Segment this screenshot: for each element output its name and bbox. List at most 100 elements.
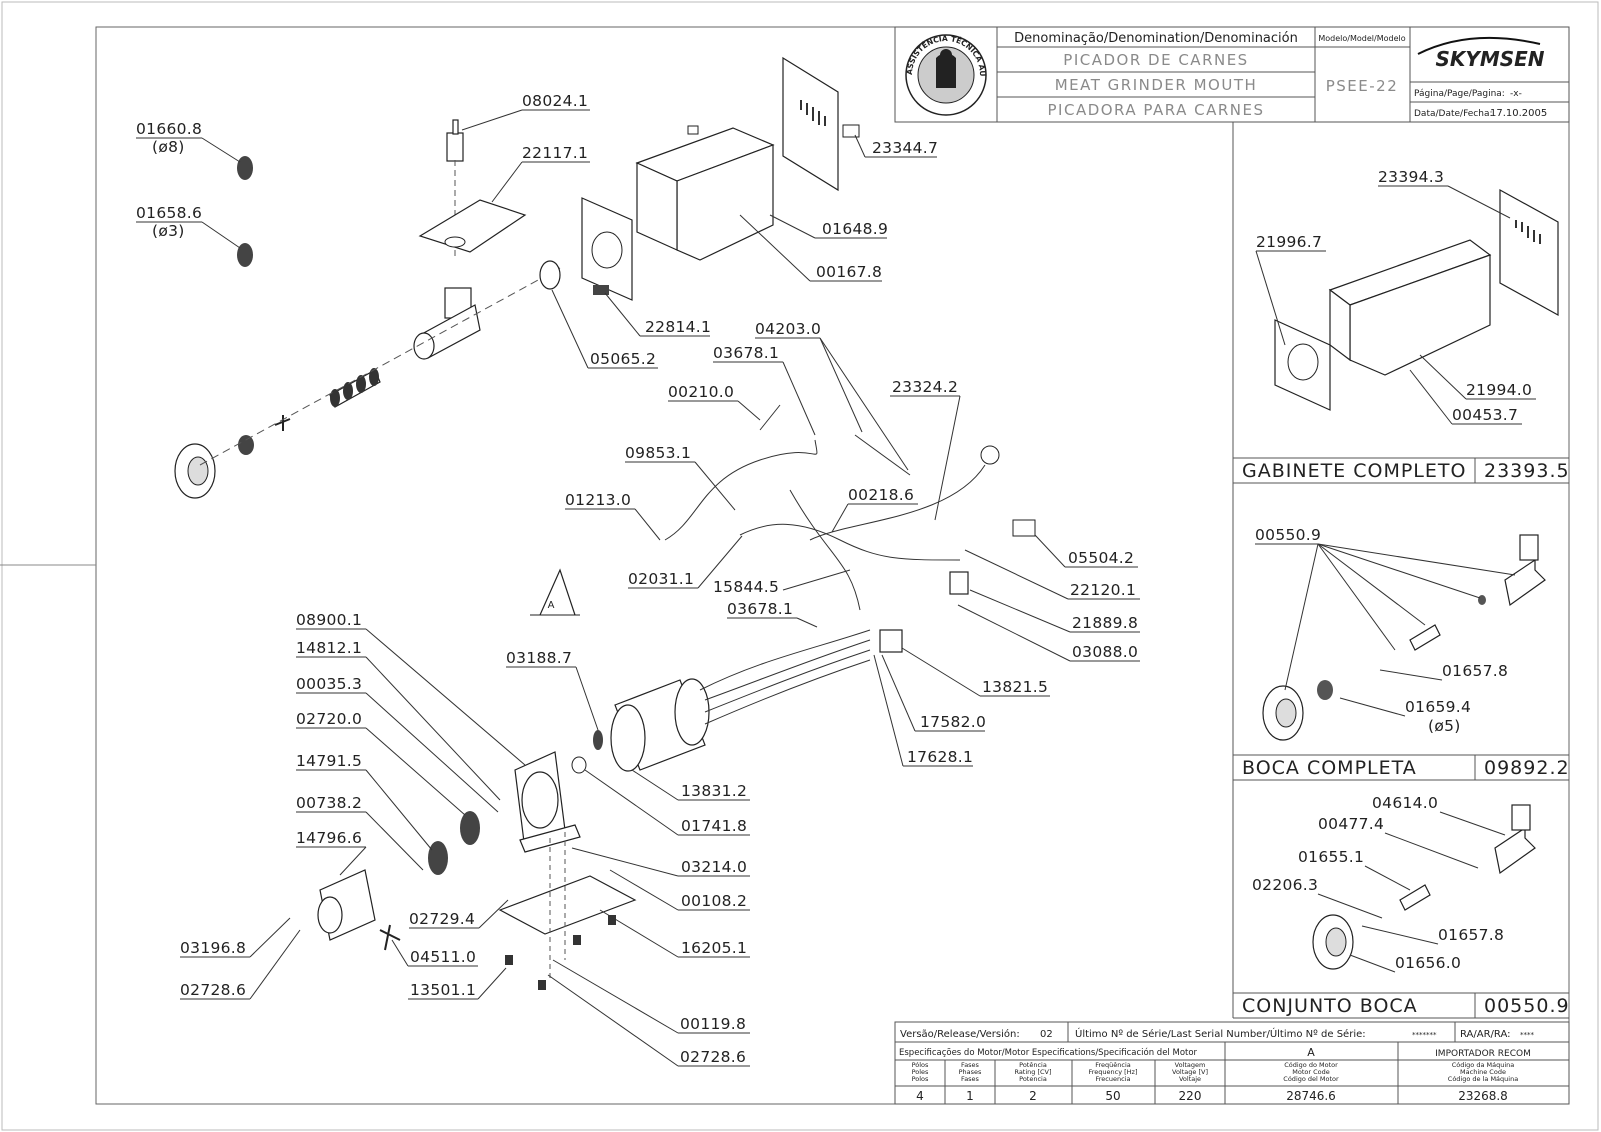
seal-text: ASSISTÊNCIA TÉCNICA AUTORIZADA	[0, 0, 987, 77]
part-23394-3: 23394.3	[1378, 168, 1444, 186]
part-16205-1: 16205.1	[681, 939, 747, 957]
col-motor-h3: Código del Motor	[1283, 1075, 1339, 1083]
serial-label: Último Nº de Série/Last Serial Number/Úl…	[1075, 1027, 1366, 1040]
panel-gabinete-code: 23393.5	[1484, 460, 1570, 482]
col-volt-h3: Voltaje	[1179, 1075, 1201, 1083]
part-14812-1: 14812.1	[296, 639, 362, 657]
col-poles-h3: Polos	[912, 1075, 929, 1083]
part-00210-0: 00210.0	[668, 383, 734, 401]
serial-value: *******	[1412, 1031, 1437, 1039]
part-02728-6-b: 02728.6	[680, 1048, 746, 1066]
col-volt-h2: Voltage [V]	[1172, 1068, 1208, 1076]
part-13831-2: 13831.2	[681, 782, 747, 800]
part-01659-4: 01659.4	[1405, 698, 1471, 716]
date-value: 17.10.2005	[1490, 108, 1547, 119]
seal-icon: ASSISTÊNCIA TÉCNICA AUTORIZADA	[0, 0, 987, 116]
exploded-view: A	[174, 56, 1036, 990]
panel-boca-code: 09892.2	[1484, 757, 1570, 779]
part-21994-0: 21994.0	[1466, 381, 1532, 399]
part-00453-7: 00453.7	[1452, 406, 1518, 424]
ra-label: RA/AR/RA:	[1460, 1029, 1511, 1040]
col-phases-h3: Fases	[961, 1075, 980, 1083]
col-poles-h2: Poles	[912, 1068, 929, 1076]
part-21996-7: 21996.7	[1256, 233, 1322, 251]
part-02728-6-a: 02728.6	[180, 981, 246, 999]
part-22814-1: 22814.1	[645, 318, 711, 336]
panel-conjunto-title: CONJUNTO BOCA	[1242, 995, 1418, 1017]
part-03214-0: 03214.0	[681, 858, 747, 876]
col-machine-h1: Código da Máquina	[1452, 1061, 1515, 1069]
panel-conjunto-code: 00550.9	[1484, 995, 1570, 1017]
part-01656-0: 01656.0	[1395, 954, 1461, 972]
part-13501-1: 13501.1	[410, 981, 476, 999]
col-freq-h3: Frecuencia	[1096, 1075, 1131, 1083]
part-01655-1: 01655.1	[1298, 848, 1364, 866]
col-motor-h1: Código do Motor	[1284, 1061, 1338, 1069]
part-23324-2: 23324.2	[892, 378, 958, 396]
part-04203-0: 04203.0	[755, 320, 821, 338]
motor-marker: A	[548, 600, 555, 611]
part-00035-3: 00035.3	[296, 675, 362, 693]
ra-value: ****	[1520, 1031, 1535, 1039]
part-01658-6-note: (ø3)	[152, 222, 185, 240]
part-00477-4: 00477.4	[1318, 815, 1384, 833]
right-panels: GABINETE COMPLETO 23393.5 BOCA COMPLETA …	[1232, 122, 1570, 1019]
mouth-assembly-drawing	[1312, 804, 1536, 970]
col-freq-h1: Freqüência	[1095, 1061, 1131, 1069]
part-01648-9: 01648.9	[822, 220, 888, 238]
phases-value: 1	[966, 1089, 974, 1103]
name-en: MEAT GRINDER MOUTH	[1055, 76, 1258, 94]
part-02031-1: 02031.1	[628, 570, 694, 588]
part-15844-5: 15844.5	[713, 578, 779, 596]
rating-value: 2	[1029, 1089, 1037, 1103]
motor-spec-label: Especificações do Motor/Motor Especifica…	[899, 1047, 1198, 1058]
col-rating-h2: Rating [CV]	[1014, 1068, 1051, 1076]
part-05065-2: 05065.2	[590, 350, 656, 368]
machine-code-value: 23268.8	[1458, 1089, 1508, 1103]
poles-value: 4	[916, 1089, 924, 1103]
panel-gabinete-title: GABINETE COMPLETO	[1242, 460, 1466, 482]
part-04511-0: 04511.0	[410, 948, 476, 966]
importer: IMPORTADOR RECOM	[1435, 1049, 1531, 1059]
part-01660-8-note: (ø8)	[152, 138, 185, 156]
version-label: Versão/Release/Versión:	[900, 1028, 1020, 1040]
col-freq-h2: Frequency [Hz]	[1088, 1068, 1137, 1076]
part-00167-8: 00167.8	[816, 263, 882, 281]
col-phases-h1: Fases	[961, 1061, 980, 1069]
col-volt-h1: Voltagem	[1175, 1061, 1206, 1069]
date-label: Data/Date/Fecha:	[1414, 109, 1493, 119]
part-03088-0: 03088.0	[1072, 643, 1138, 661]
part-03678-1-b: 03678.1	[727, 600, 793, 618]
part-17582-0: 17582.0	[920, 713, 986, 731]
part-01659-4-note: (ø5)	[1428, 717, 1461, 735]
part-13821-5: 13821.5	[982, 678, 1048, 696]
col-machine-h2: Machine Code	[1460, 1068, 1506, 1076]
part-23344-7: 23344.7	[872, 139, 938, 157]
part-00550-9: 00550.9	[1255, 526, 1321, 544]
brand-logo: SKYMSEN	[1435, 47, 1544, 71]
motor-code-value: 28746.6	[1286, 1089, 1336, 1103]
cabinet-complete-drawing	[1274, 188, 1559, 411]
col-machine-h3: Código de la Máquina	[1448, 1075, 1518, 1083]
part-00218-6: 00218.6	[848, 486, 914, 504]
part-01658-6: 01658.6	[136, 204, 202, 222]
page-label: Página/Page/Pagina:	[1414, 89, 1505, 99]
screen-3	[237, 243, 253, 267]
screen-8	[237, 156, 253, 180]
version-value: 02	[1040, 1029, 1053, 1040]
part-08900-1: 08900.1	[296, 611, 362, 629]
denomination-header: Denominação/Denomination/Denominación	[1014, 31, 1298, 46]
col-motor-h2: Motor Code	[1292, 1068, 1330, 1076]
part-01657-8-a: 01657.8	[1442, 662, 1508, 680]
name-pt: PICADOR DE CARNES	[1063, 51, 1248, 69]
part-02729-4: 02729.4	[409, 910, 475, 928]
part-00119-8: 00119.8	[680, 1015, 746, 1033]
part-01741-8: 01741.8	[681, 817, 747, 835]
name-es: PICADORA PARA CARNES	[1048, 101, 1265, 119]
part-09853-1: 09853.1	[625, 444, 691, 462]
panel-boca-labels: 00550.9 01657.8 01659.4 (ø5)	[1255, 526, 1516, 735]
mouth-complete-drawing	[1262, 534, 1546, 741]
frequency-value: 50	[1105, 1089, 1120, 1103]
col-phases-h2: Phases	[959, 1068, 982, 1076]
part-14796-6: 14796.6	[296, 829, 362, 847]
